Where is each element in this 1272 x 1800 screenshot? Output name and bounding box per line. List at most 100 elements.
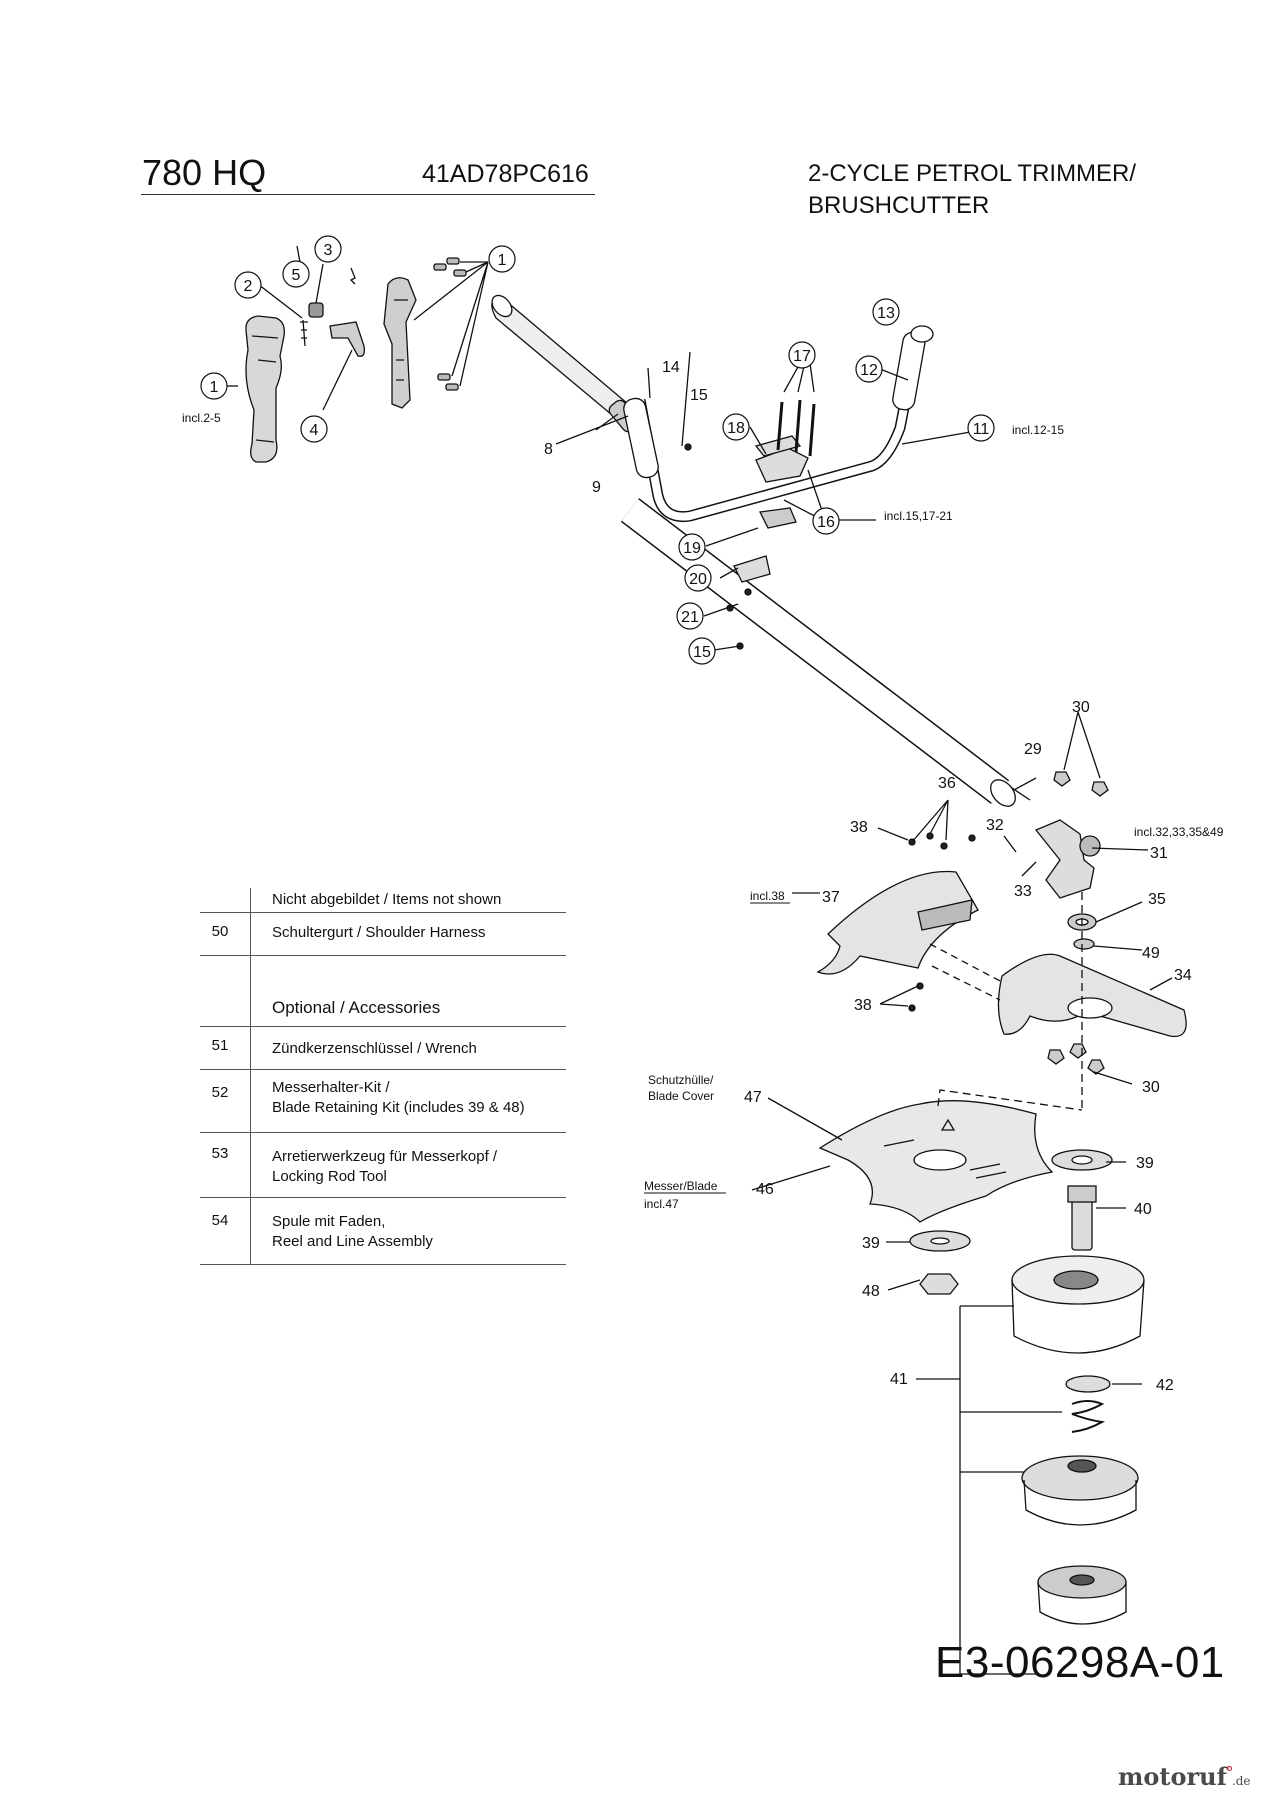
brand-name: motoruf	[1118, 1762, 1227, 1791]
spring-small-part	[349, 267, 356, 285]
callout-3: 3	[324, 242, 333, 259]
callout-1b: 1	[498, 252, 507, 269]
brand-logo: motoruf .de	[1118, 1762, 1251, 1791]
bump-knob-part	[1037, 1565, 1127, 1625]
label-49: 49	[1142, 945, 1160, 962]
spring-part	[300, 319, 308, 347]
callout-13: 13	[877, 305, 895, 322]
table-row: 53 Arretierwerkzeug für Messerkopf / Loc…	[200, 1133, 566, 1198]
label-47: 47	[744, 1089, 762, 1106]
brand-tld: .de	[1231, 1774, 1251, 1788]
head-spring-part	[1071, 1400, 1106, 1433]
label-39b: 39	[862, 1235, 880, 1252]
note-messer-blade: Messer/Blade	[644, 1179, 718, 1193]
lower-clamp-part	[733, 555, 771, 583]
product-title-line2: BRUSHCUTTER	[808, 192, 990, 219]
spool-part	[1021, 1455, 1139, 1526]
button-part	[308, 302, 324, 318]
item-description-line1: Spule mit Faden,	[272, 1213, 386, 1230]
label-38a: 38	[850, 819, 868, 836]
label-34: 34	[1174, 967, 1192, 984]
note-incl-2-5: incl.2-5	[182, 411, 221, 425]
gearhead-part	[1034, 819, 1101, 899]
registered-mark-icon	[1226, 1766, 1232, 1771]
label-46: 46	[756, 1181, 774, 1198]
part-number: 41AD78PC616	[422, 160, 589, 188]
callout-12: 12	[860, 362, 878, 379]
callout-1: 1	[210, 379, 219, 396]
item-number: 53	[211, 1145, 229, 1162]
label-30b: 30	[1142, 1079, 1160, 1096]
blade-washer-bottom-part	[909, 1230, 971, 1252]
label-40: 40	[1134, 1201, 1152, 1218]
callout-21: 21	[681, 609, 699, 626]
callout-15b: 15	[693, 644, 711, 661]
note-incl-32-33-35-49: incl.32,33,35&49	[1134, 825, 1224, 839]
table-optional-row: Optional / Accessories	[200, 956, 566, 1027]
blade-part	[818, 1100, 1054, 1223]
table-row: 54 Spule mit Faden, Reel and Line Assemb…	[200, 1198, 566, 1265]
label-48: 48	[862, 1283, 880, 1300]
guard-part	[816, 870, 979, 975]
table-row: 51 Zündkerzenschlüssel / Wrench	[200, 1027, 566, 1070]
note-incl-15-17-21: incl.15,17-21	[884, 509, 953, 523]
not-shown-header: Nicht abgebildet / Items not shown	[272, 891, 502, 908]
document-id: E3-06298A-01	[935, 1638, 1225, 1687]
callout-5: 5	[292, 267, 301, 284]
table-header-row: Nicht abgebildet / Items not shown	[200, 888, 566, 913]
label-8: 8	[544, 441, 553, 458]
item-description: Schultergurt / Shoulder Harness	[272, 924, 486, 941]
callout-20: 20	[689, 571, 707, 588]
callout-4: 4	[310, 422, 319, 439]
washer-part	[1073, 938, 1095, 950]
upper-clamp-part	[754, 435, 809, 483]
callout-19: 19	[683, 540, 701, 557]
blade-nut-part	[919, 1273, 959, 1295]
upper-bolts-part	[776, 399, 816, 457]
callout-2: 2	[244, 278, 253, 295]
model-name: 780 HQ	[142, 152, 267, 193]
item-number: 50	[211, 923, 229, 940]
handlebar-part	[623, 325, 934, 523]
blade-bolt-part	[1067, 1185, 1097, 1251]
nuts-part	[1047, 771, 1109, 1075]
label-31: 31	[1150, 845, 1168, 862]
item-description: Messerhalter-Kit / Blade Retaining Kit (…	[272, 1078, 566, 1118]
note-blade-cover-1: Schutzhülle/	[648, 1073, 714, 1087]
label-30a: 30	[1072, 699, 1090, 716]
accessories-table: Nicht abgebildet / Items not shown 50 Sc…	[200, 888, 566, 1265]
note-blade-cover-2: Blade Cover	[648, 1089, 714, 1103]
note-incl-12-15: incl.12-15	[1012, 423, 1064, 437]
handle-half-part	[383, 277, 417, 409]
table-row: 50 Schultergurt / Shoulder Harness	[200, 913, 566, 956]
item-description: Zündkerzenschlüssel / Wrench	[272, 1040, 477, 1057]
label-39a: 39	[1136, 1155, 1154, 1172]
label-32: 32	[986, 817, 1004, 834]
note-incl-47: incl.47	[644, 1197, 679, 1211]
product-title-line1: 2-CYCLE PETROL TRIMMER/	[808, 160, 1137, 187]
label-42: 42	[1156, 1377, 1174, 1394]
screws-part	[433, 257, 467, 391]
callout-18: 18	[727, 420, 745, 437]
spring-retainer-part	[1065, 1375, 1111, 1393]
item-description-line1: Arretierwerkzeug für Messerkopf /	[272, 1148, 498, 1165]
product-title: 2-CYCLE PETROL TRIMMER/ BRUSHCUTTER	[808, 158, 1136, 222]
item-number: 52	[211, 1084, 229, 1101]
throttle-handle-part	[245, 315, 285, 463]
label-38b: 38	[854, 997, 872, 1014]
table-row: 52 Messerhalter-Kit / Blade Retaining Ki…	[200, 1070, 566, 1133]
callout-17: 17	[793, 348, 811, 365]
optional-header: Optional / Accessories	[272, 998, 441, 1017]
label-9: 9	[592, 479, 601, 496]
header-rule	[141, 194, 595, 195]
label-15a: 15	[690, 387, 708, 404]
label-14: 14	[662, 359, 680, 376]
callout-11: 11	[973, 421, 990, 438]
guard-screws-part	[908, 832, 976, 1012]
callout-16: 16	[817, 514, 835, 531]
line-head-housing-part	[1011, 1255, 1145, 1354]
label-35: 35	[1148, 891, 1166, 908]
blade-washer-top-part	[1051, 1149, 1113, 1171]
label-33: 33	[1014, 883, 1032, 900]
